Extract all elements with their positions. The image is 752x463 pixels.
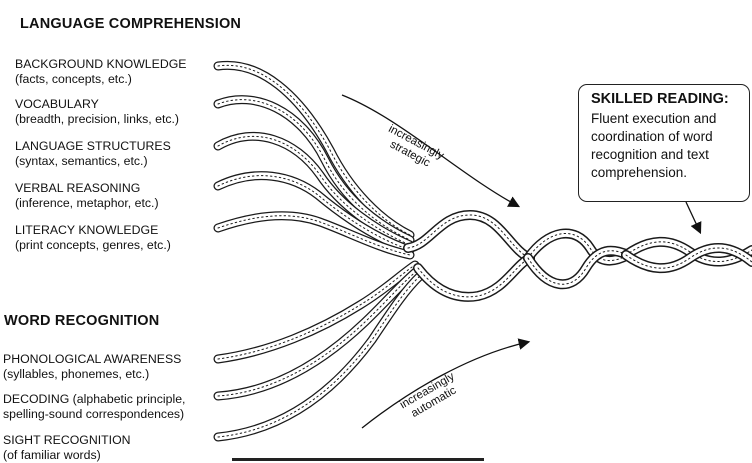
label-title: BACKGROUND KNOWLEDGE — [15, 57, 187, 71]
automatic-arrow — [361, 338, 531, 429]
label-sub: spelling-sound correspondences) — [3, 407, 185, 421]
label-sub: (of familiar words) — [3, 448, 101, 462]
label-sight-recognition: SIGHT RECOGNITION (of familiar words) — [3, 433, 131, 463]
strand-sight-recognition — [213, 270, 426, 442]
strand-decoding — [213, 265, 423, 401]
word-recognition-heading: WORD RECOGNITION — [4, 313, 160, 329]
strategic-arrow — [341, 94, 521, 208]
label-title: SIGHT RECOGNITION — [3, 433, 131, 447]
label-sub: (syllables, phonemes, etc.) — [3, 367, 150, 381]
label-title: VOCABULARY — [15, 97, 99, 111]
label-title: PHONOLOGICAL AWARENESS — [3, 352, 182, 366]
label-title: DECODING (alphabetic principle, — [3, 392, 186, 406]
label-decoding: DECODING (alphabetic principle, spelling… — [3, 392, 185, 422]
strand-vocabulary — [213, 95, 415, 245]
language-strands — [213, 60, 415, 260]
skilled-reading-title: SKILLED READING: — [591, 91, 729, 107]
label-title: LITERACY KNOWLEDGE — [15, 223, 159, 237]
label-title: LANGUAGE STRUCTURES — [15, 139, 171, 153]
label-title: VERBAL REASONING — [15, 181, 141, 195]
label-background-knowledge: BACKGROUND KNOWLEDGE (facts, concepts, e… — [15, 57, 187, 87]
strand-verbal-reasoning — [213, 171, 415, 255]
strand-literacy-knowledge — [213, 211, 415, 260]
label-sub: (facts, concepts, etc.) — [15, 72, 132, 86]
label-language-structures: LANGUAGE STRUCTURES (syntax, semantics, … — [15, 139, 171, 169]
label-sub: (breadth, precision, links, etc.) — [15, 112, 180, 126]
label-phonological-awareness: PHONOLOGICAL AWARENESS (syllables, phone… — [3, 352, 181, 382]
skilled-reading-box: SKILLED READING: Fluent execution and co… — [578, 84, 750, 202]
language-comprehension-heading: LANGUAGE COMPREHENSION — [20, 16, 242, 32]
label-verbal-reasoning: VERBAL REASONING (inference, metaphor, e… — [15, 181, 159, 211]
skilled-reading-description: Fluent execution and coordination of wor… — [591, 111, 717, 180]
label-vocabulary: VOCABULARY (breadth, precision, links, e… — [15, 97, 179, 127]
strand-language-structures — [213, 131, 415, 250]
label-sub: (syntax, semantics, etc.) — [15, 154, 148, 168]
bottom-divider — [232, 458, 484, 461]
skilled-pointer-arrow — [685, 201, 702, 235]
word-strands — [213, 260, 426, 442]
rope-braid — [403, 209, 752, 302]
strand-phonological-awareness — [213, 260, 420, 364]
label-sub: (inference, metaphor, etc.) — [15, 196, 159, 210]
label-sub: (print concepts, genres, etc.) — [15, 238, 171, 252]
label-literacy-knowledge: LITERACY KNOWLEDGE (print concepts, genr… — [15, 223, 171, 253]
strand-background-knowledge — [213, 60, 415, 240]
